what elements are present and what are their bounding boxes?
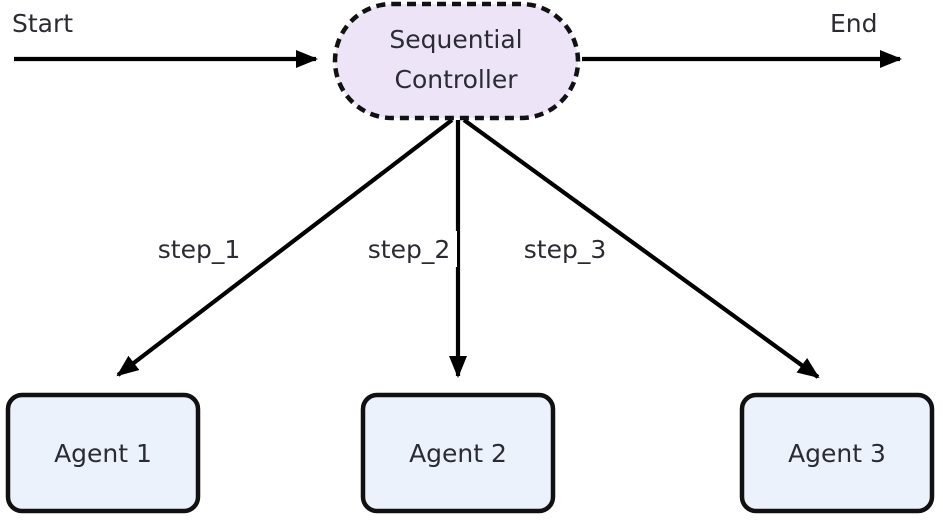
controller-label-line-1: Sequential — [389, 25, 522, 54]
step-3-label-backdrop — [516, 231, 613, 267]
agent-2-label: Agent 2 — [409, 439, 507, 468]
start-label: Start — [12, 9, 73, 38]
step-1-arrow-line — [116, 118, 454, 377]
node-agent-3[interactable]: Agent 3 — [739, 392, 935, 514]
step-1-label: step_1 — [158, 235, 240, 264]
step-2-label: step_2 — [368, 235, 450, 264]
agent-1-label: Agent 1 — [54, 439, 152, 468]
controller-label-line-2: Controller — [395, 65, 519, 94]
agent-3-shape[interactable] — [739, 392, 935, 514]
step-3-arrow-line — [462, 118, 820, 379]
edge-controller-to-agent-1 — [116, 118, 454, 377]
step-1-label-backdrop — [150, 231, 247, 267]
edge-label-step-2: step_2 — [360, 231, 457, 267]
edge-label-step-3: step_3 — [516, 231, 613, 267]
controller-shape[interactable] — [332, 1, 581, 121]
step-2-label-backdrop — [360, 231, 457, 267]
node-agent-2[interactable]: Agent 2 — [360, 392, 556, 514]
edge-label-step-1: step_1 — [150, 231, 247, 267]
agent-1-shape[interactable] — [5, 392, 201, 514]
node-sequential-controller[interactable]: Sequential Controller — [332, 1, 581, 121]
edge-controller-to-agent-3 — [462, 118, 820, 379]
agent-3-label: Agent 3 — [788, 439, 886, 468]
agent-2-shape[interactable] — [360, 392, 556, 514]
node-agent-1[interactable]: Agent 1 — [5, 392, 201, 514]
end-label: End — [830, 9, 878, 38]
step-3-label: step_3 — [524, 235, 606, 264]
